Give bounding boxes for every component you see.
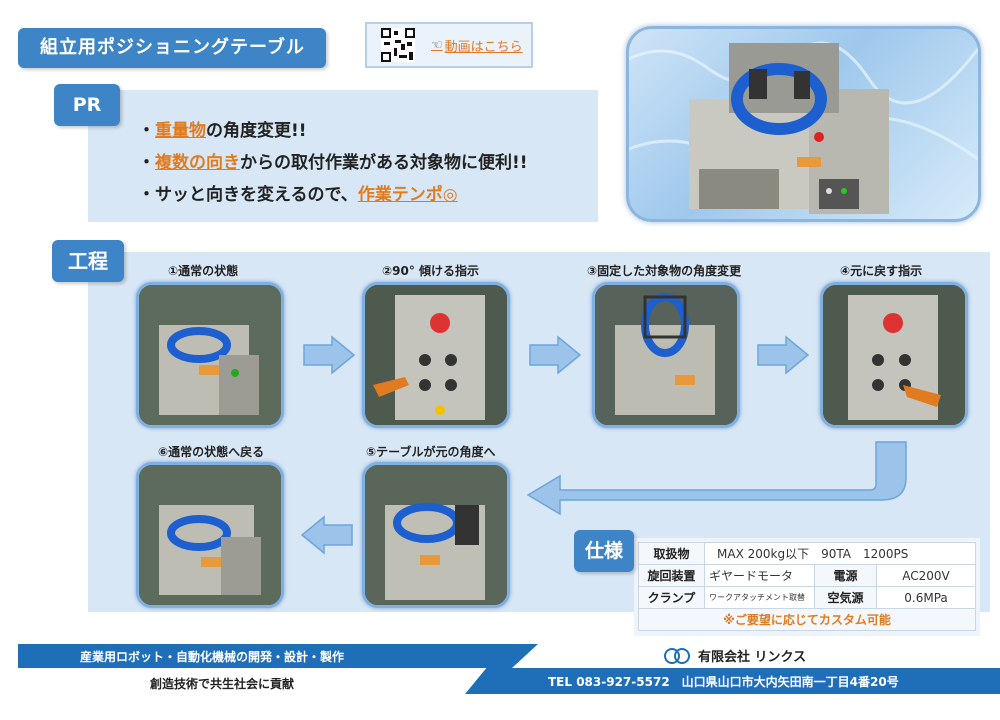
spec-value: AC200V xyxy=(876,564,976,587)
spec-header: 電源 xyxy=(814,564,877,587)
spec-header: 空気源 xyxy=(814,586,877,609)
spec-value: 0.6MPa xyxy=(876,586,976,609)
step-label-4: ④元に戻す指示 xyxy=(840,264,923,278)
spec-header: 取扱物 xyxy=(638,542,705,565)
pr-highlight-3: 作業テンポ◎ xyxy=(357,185,458,205)
table-row: 旋回装置 ギヤードモータ 電源 AC200V xyxy=(638,564,976,587)
pr-tag: PR xyxy=(54,84,120,126)
pr-line-2: ・複数の向きからの取付作業がある対象物に便利!! xyxy=(138,153,528,173)
step-photo-1 xyxy=(136,282,284,428)
arrow-right-icon xyxy=(757,335,810,375)
arrow-right-icon xyxy=(529,335,582,375)
qr-code-icon[interactable] xyxy=(381,28,415,62)
step-label-3: ③固定した対象物の角度変更 xyxy=(587,264,742,278)
pr-line-3: ・サッと向きを変えるので、作業テンポ◎ xyxy=(138,185,458,205)
machine-illustration xyxy=(629,41,978,214)
table-row: ※ご要望に応じてカスタム可能 xyxy=(638,608,976,631)
company-logo-icon xyxy=(664,647,692,664)
arrow-left-icon xyxy=(300,515,353,555)
footer-left-bar xyxy=(18,644,538,668)
spec-tag: 仕様 xyxy=(574,530,634,572)
step-photo-5 xyxy=(362,462,510,608)
pr-highlight-1: 重量物 xyxy=(155,121,206,141)
footer-contact: TEL 083-927-5572 山口県山口市大内矢田南一丁目4番20号 xyxy=(548,675,899,689)
arrow-return-icon xyxy=(526,441,907,516)
table-row: クランプ ワークアタッチメント取替 空気源 0.6MPa xyxy=(638,586,976,609)
spec-note: ※ご要望に応じてカスタム可能 xyxy=(638,608,976,631)
footer-right-bar xyxy=(465,668,1000,694)
video-link[interactable]: ☜ 動画はこちら xyxy=(431,36,523,55)
footer-subtagline: 創造技術で共生社会に貢献 xyxy=(150,677,295,691)
spec-header: クランプ xyxy=(638,586,705,609)
pr-highlight-2: 複数の向き xyxy=(155,153,240,173)
pointing-hand-icon: ☜ xyxy=(431,37,443,53)
page-title: 組立用ポジショニングテーブル xyxy=(18,28,326,68)
spec-table: 取扱物 MAX 200kg以下 90TA 1200PS 旋回装置 ギヤードモータ… xyxy=(638,542,976,631)
step-label-6: ⑥通常の状態へ戻る xyxy=(158,445,265,459)
table-row: 取扱物 MAX 200kg以下 90TA 1200PS xyxy=(638,542,976,565)
arrow-right-icon xyxy=(303,335,356,375)
footer-tagline: 産業用ロボット・自動化機械の開発・設計・製作 xyxy=(80,650,345,664)
process-tag: 工程 xyxy=(52,240,124,282)
step-label-5: ⑤テーブルが元の角度へ xyxy=(366,445,496,459)
company-name: 有限会社 リンクス xyxy=(664,646,806,665)
video-link-label[interactable]: 動画はこちら xyxy=(444,39,523,55)
step-photo-2 xyxy=(362,282,510,428)
spec-value: MAX 200kg以下 90TA 1200PS xyxy=(704,542,976,565)
machine-hero-photo xyxy=(626,26,981,222)
spec-value: ギヤードモータ xyxy=(704,564,815,587)
spec-header: 旋回装置 xyxy=(638,564,705,587)
step-photo-4 xyxy=(820,282,968,428)
video-link-box[interactable]: ☜ 動画はこちら xyxy=(365,22,533,68)
step-photo-6 xyxy=(136,462,284,608)
spec-value: ワークアタッチメント取替 xyxy=(704,586,815,609)
step-label-2: ②90° 傾ける指示 xyxy=(382,264,480,278)
step-label-1: ①通常の状態 xyxy=(168,264,239,278)
pr-panel xyxy=(88,90,598,222)
pr-line-1: ・重量物の角度変更!! xyxy=(138,121,307,141)
step-photo-3 xyxy=(592,282,740,428)
